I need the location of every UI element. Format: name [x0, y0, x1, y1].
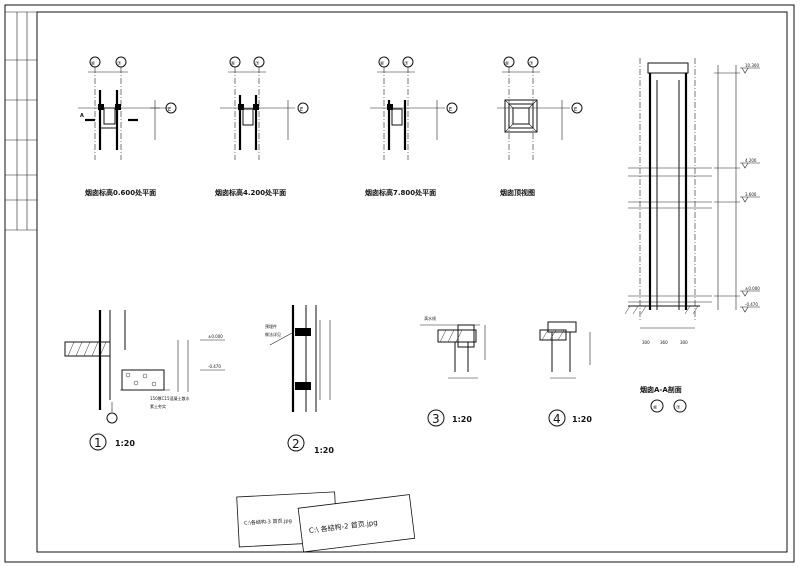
plan-title: 烟囱标高7.800处平面 — [365, 188, 436, 197]
elevation-label: ±0.000 — [745, 286, 760, 291]
outer-border — [4, 4, 795, 563]
detail-number: 3 — [432, 412, 440, 426]
detail-3: 滴水线 3 1:20 — [420, 315, 486, 427]
elevation-label: -0.470 — [745, 302, 758, 307]
title-block — [5, 11, 37, 231]
axis-bubble-7: ⑦ — [676, 405, 681, 411]
detail-number: 1 — [94, 436, 102, 450]
elevation-label: 10.300 — [745, 63, 759, 68]
detail-scale: 1:20 — [314, 446, 334, 455]
detail-4: 4 1:20 — [539, 321, 592, 427]
axis-bubble-6: ⑥ — [231, 61, 236, 67]
detail-scale: 1:20 — [572, 415, 592, 424]
axis-bubble-e: E — [574, 107, 577, 113]
elevation-label: ±0.000 — [208, 334, 223, 339]
plan-title: 烟囱标高0.600处平面 — [85, 188, 156, 197]
axis-bubble-e: E — [168, 107, 171, 113]
plan-top-view: ⑥ ⑦ E 烟囱顶视图 — [497, 56, 583, 197]
axis-bubble-7: ⑦ — [255, 61, 260, 67]
section-mark-a: A — [80, 113, 84, 119]
axis-bubble-e: E — [449, 107, 452, 113]
axis-bubble-7: ⑦ — [404, 61, 409, 67]
axis-bubble-6: ⑥ — [91, 61, 96, 67]
detail-note: 素土夯实 — [150, 403, 166, 409]
plan-elev-4200: ⑥ ⑦ E 烟囱标高4.200处平面 — [215, 56, 309, 197]
axis-bubble-6: ⑥ — [380, 61, 385, 67]
axis-bubble-6: ⑥ — [505, 61, 510, 67]
plan-title: 烟囱顶视图 — [500, 188, 535, 197]
dim-label: 360 — [660, 340, 668, 345]
detail-number: 2 — [292, 437, 300, 451]
plan-title: 烟囱标高4.200处平面 — [215, 188, 286, 197]
plan-elev-0600: ⑥ ⑦ A E 烟囱标高0.600处平面 — [78, 56, 177, 197]
dim-label: 300 — [680, 340, 688, 345]
detail-note: 做法详见 — [265, 331, 281, 337]
axis-bubble-7: ⑦ — [529, 61, 534, 67]
file-stamp-front: C:\ 各结构-2 首页.jpg — [297, 494, 416, 553]
detail-note: 预埋件 — [265, 323, 277, 329]
elevation-label: 4.200 — [745, 158, 757, 163]
section-aa: 10.300 4.200 3.600 ±0.000 -0.470 300 360… — [624, 58, 760, 413]
section-title: 烟囱A-A剖面 — [640, 385, 682, 394]
detail-scale: 1:20 — [115, 439, 135, 448]
detail-scale: 1:20 — [452, 415, 472, 424]
elevation-label: 3.600 — [745, 192, 757, 197]
elevation-label: -0.470 — [208, 364, 221, 369]
detail-number: 4 — [553, 412, 561, 426]
dim-label: 300 — [642, 340, 650, 345]
plan-elev-7800: ⑥ ⑦ E 烟囱标高7.800处平面 — [365, 56, 458, 197]
axis-bubble-6: ⑥ — [653, 405, 658, 411]
detail-2: 预埋件 做法详见 2 1:20 — [265, 305, 334, 455]
axis-bubble-e: E — [300, 107, 303, 113]
axis-bubble-7: ⑦ — [117, 61, 122, 67]
detail-1: ±0.000 -0.470 150厚C15混凝土散水 素土夯实 1 1:20 — [64, 310, 225, 451]
inner-border — [36, 11, 788, 553]
stamp-text: C:\各结构-3 首页.jpg — [244, 517, 292, 526]
detail-note: 滴水线 — [424, 315, 436, 321]
detail-note: 150厚C15混凝土散水 — [150, 395, 190, 401]
